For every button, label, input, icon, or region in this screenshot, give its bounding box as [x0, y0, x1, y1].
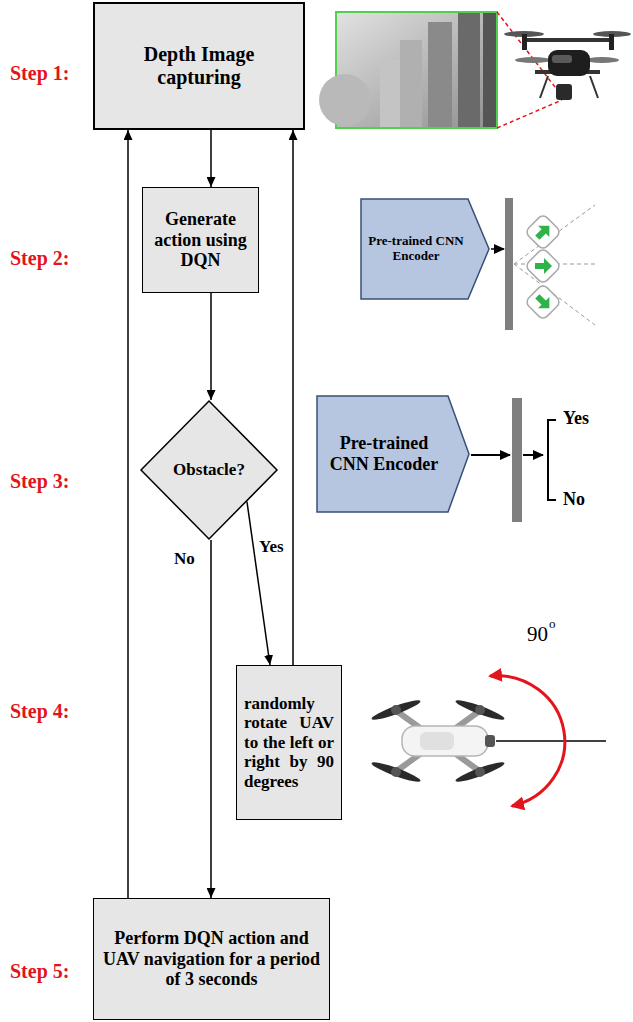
- node-text: Pre-trained CNN Encoder: [324, 433, 444, 474]
- encoder-arrow: [491, 249, 504, 250]
- step-label: Step 5:: [10, 960, 69, 983]
- action-icon: [525, 284, 562, 321]
- process-box: Perform DQN action and UAV navigation fo…: [93, 898, 330, 1020]
- connector: [210, 130, 212, 187]
- process-box: Depth Image capturing: [93, 2, 305, 130]
- encoder-block: Pre-trained CNN Encoder: [316, 395, 470, 513]
- degree-mark: o: [549, 616, 556, 632]
- edge-label: No: [172, 549, 197, 569]
- node-text: Depth Image capturing: [102, 43, 296, 89]
- output-label: No: [563, 489, 585, 510]
- bracket: [548, 420, 556, 500]
- action-fan: [514, 205, 598, 325]
- step-label: Step 2:: [10, 247, 69, 270]
- process-box: Generate action using DQN: [142, 187, 259, 293]
- encoder-shape: [361, 199, 489, 299]
- diamond-shape: [141, 401, 277, 539]
- connector: [210, 293, 212, 400]
- node-text: Perform DQN action and UAV navigation fo…: [101, 928, 322, 990]
- action-icon: [525, 248, 562, 285]
- encoder-shape: [317, 396, 469, 512]
- connector: [127, 130, 129, 898]
- output-label: Yes: [563, 408, 589, 429]
- step-label: Step 3:: [10, 470, 69, 493]
- feature-bar: [505, 198, 513, 330]
- edge-label: Yes: [257, 537, 286, 557]
- encoder-arrow: [471, 455, 543, 456]
- node-text: Generate action using DQN: [150, 209, 251, 271]
- process-box: randomly rotate UAV to the left or right…: [236, 665, 342, 820]
- step-label: Step 4:: [10, 700, 69, 723]
- encoder-block: Pre-trained CNN Encoder: [360, 198, 490, 300]
- decision-diamond: Obstacle?: [140, 400, 278, 540]
- drone-top-view: [370, 697, 506, 784]
- rotation-arrow: [490, 676, 565, 806]
- node-text: randomly rotate UAV to the left or right…: [244, 694, 334, 792]
- node-text: Obstacle?: [173, 460, 245, 480]
- node-text: Pre-trained CNN Encoder: [368, 234, 464, 264]
- drone-side-view: [504, 31, 631, 100]
- connector: [247, 502, 270, 666]
- feature-bar: [512, 398, 522, 522]
- action-icon: [525, 214, 562, 251]
- depth-image: [319, 12, 497, 128]
- angle-label: 90: [527, 622, 548, 647]
- connector: [210, 540, 212, 898]
- step-label: Step 1:: [10, 62, 69, 85]
- connector: [292, 130, 294, 665]
- heading-line: [496, 740, 606, 742]
